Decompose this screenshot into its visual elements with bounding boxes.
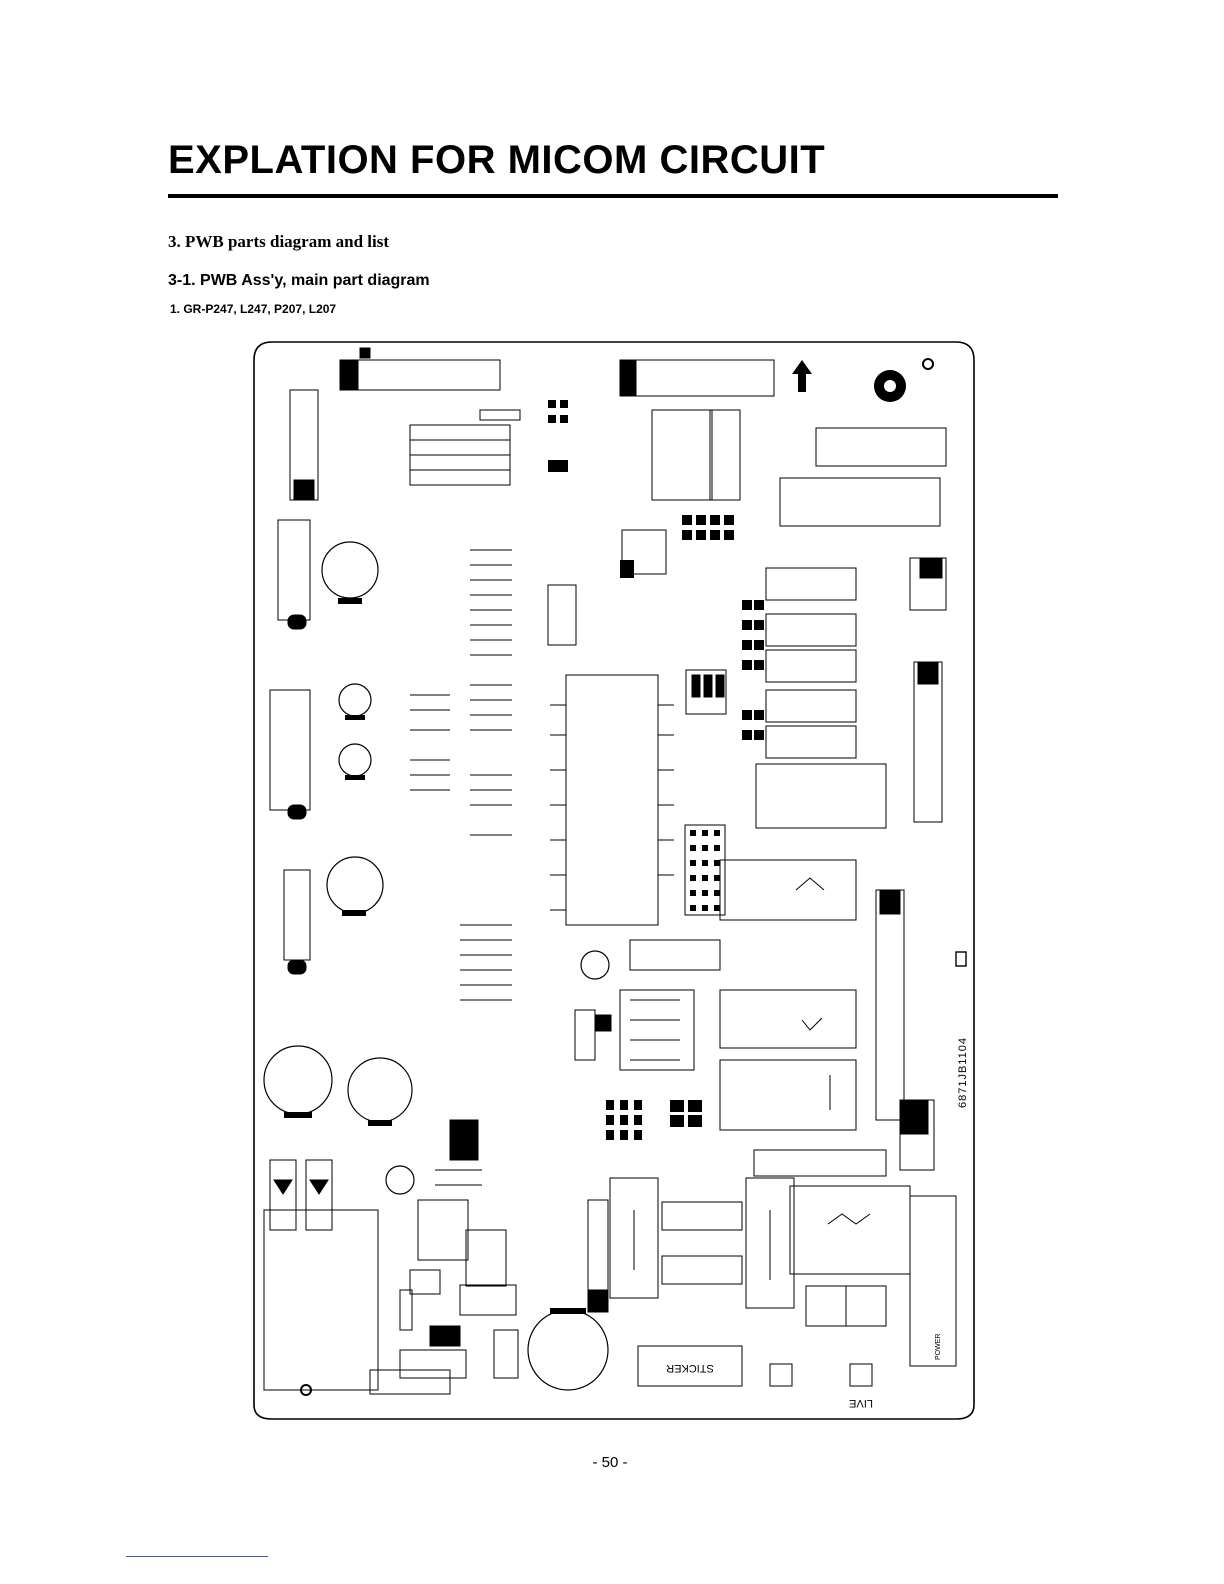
page-title: EXPLATION FOR MICOM CIRCUIT (168, 140, 1058, 198)
footer-rule (126, 1556, 268, 1557)
power-label: POWER (935, 1334, 942, 1360)
model-list: 1. GR-P247, L247, P207, L207 (170, 302, 336, 316)
pwb-board-diagram: STICKER LIVE POWER 6871JB1104 (250, 330, 976, 1422)
board-outline (254, 342, 974, 1419)
section-heading: 3. PWB parts diagram and list (168, 232, 389, 252)
subsection-heading: 3-1. PWB Ass'y, main part diagram (168, 272, 430, 290)
page-number: - 50 - (580, 1454, 640, 1471)
live-label: LIVE (849, 1397, 873, 1409)
board-code: 6871JB1104 (957, 1037, 969, 1108)
sticker-label: STICKER (666, 1362, 714, 1374)
